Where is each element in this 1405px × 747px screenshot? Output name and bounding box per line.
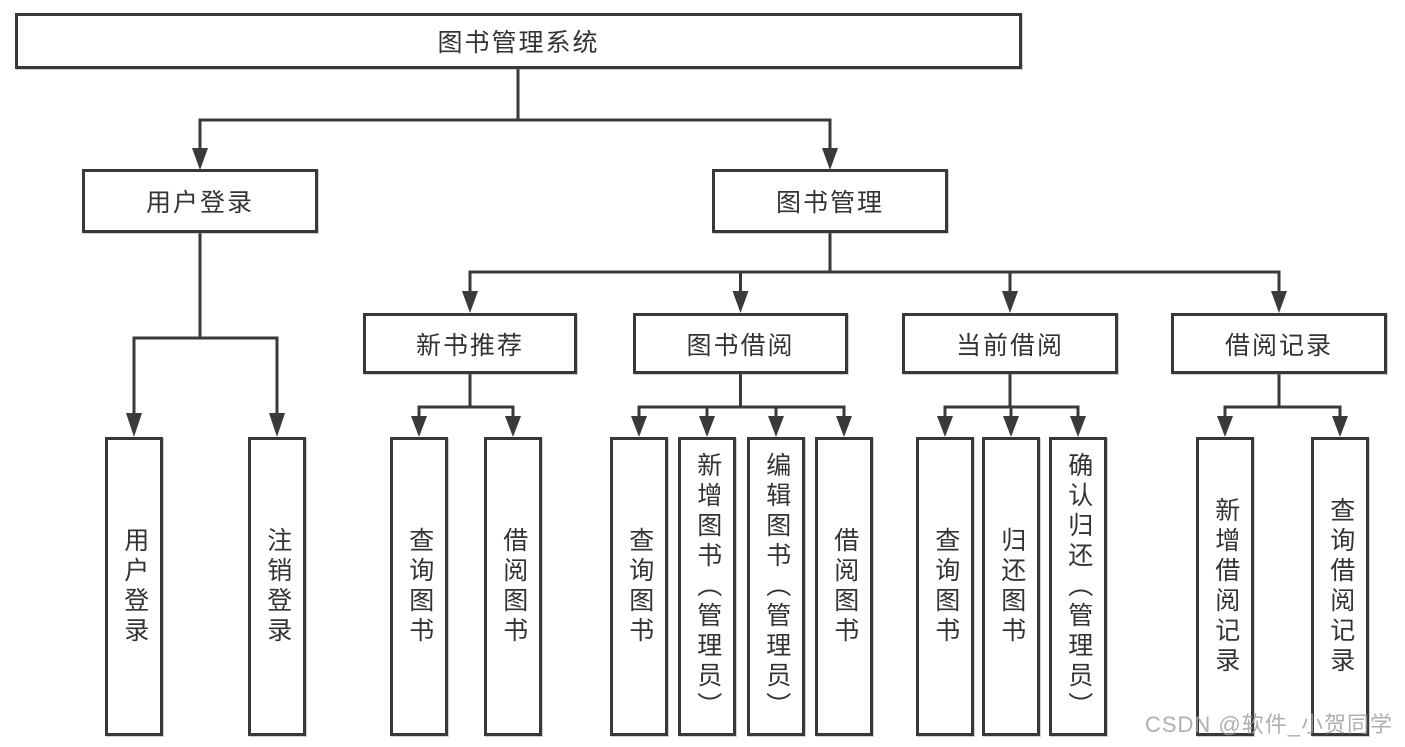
node-br-add-record: 新增借阅记录 [1196,437,1254,736]
node-user-login-label: 用户登录 [145,189,254,217]
node-book-borrow-label: 图书借阅 [686,331,795,360]
node-cb-confirm-return-admin: 确认归还（管理员） [1049,437,1107,736]
node-current-borrow: 当前借阅 [902,313,1118,374]
node-bb-edit-books-admin: 编辑图书（管理员） [747,437,805,736]
node-book-borrow: 图书借阅 [633,313,848,374]
node-bb-add-books-admin: 新增图书（管理员） [678,437,736,736]
node-logout-label: 注销登录 [263,526,292,647]
node-new-book-rec-label: 新书推荐 [415,331,524,360]
node-nb-borrow-books-label: 借阅图书 [499,526,528,647]
node-login: 用户登录 [105,437,163,736]
node-user-login: 用户登录 [82,169,318,233]
node-borrow-records-label: 借阅记录 [1224,331,1333,360]
watermark-text: CSDN @软件_小贺同学 [1144,712,1393,737]
node-cb-confirm-return-admin-label: 确认归还（管理员） [1064,451,1093,722]
node-current-borrow-label: 当前借阅 [955,331,1064,360]
node-nb-borrow-books: 借阅图书 [484,437,542,736]
node-cb-return-books: 归还图书 [982,437,1040,736]
node-book-mgmt: 图书管理 [712,169,948,233]
node-br-add-record-label: 新增借阅记录 [1211,496,1240,677]
connector-book-borrow-children [631,373,852,437]
connector-book-mgmt-children [462,233,1287,313]
node-cb-query-books: 查询图书 [916,437,974,736]
node-bb-query-books: 查询图书 [610,437,668,736]
node-bb-edit-books-admin-label: 编辑图书（管理员） [762,451,791,722]
connector-root-to-level1 [192,69,838,170]
node-book-mgmt-label: 图书管理 [775,189,884,217]
node-bb-add-books-admin-label: 新增图书（管理员） [693,451,722,722]
connector-new-book-rec-children [411,373,521,437]
node-nb-query-books: 查询图书 [390,437,448,736]
node-borrow-records: 借阅记录 [1171,313,1387,374]
node-nb-query-books-label: 查询图书 [405,526,434,647]
node-br-query-record: 查询借阅记录 [1311,437,1369,736]
node-root: 图书管理系统 [15,13,1022,69]
node-bb-lend-books: 借阅图书 [815,437,873,736]
node-new-book-rec: 新书推荐 [363,313,577,374]
node-bb-lend-books-label: 借阅图书 [830,526,859,647]
node-login-label: 用户登录 [120,526,149,647]
node-br-query-record-label: 查询借阅记录 [1326,496,1355,677]
connector-current-borrow-children [937,373,1086,437]
node-cb-return-books-label: 归还图书 [997,526,1026,647]
node-root-label: 图书管理系统 [437,29,600,57]
connector-borrow-records-children [1217,373,1348,437]
node-bb-query-books-label: 查询图书 [625,526,654,647]
node-cb-query-books-label: 查询图书 [931,526,960,647]
node-logout: 注销登录 [248,437,306,736]
connector-user-login-children [126,233,285,437]
